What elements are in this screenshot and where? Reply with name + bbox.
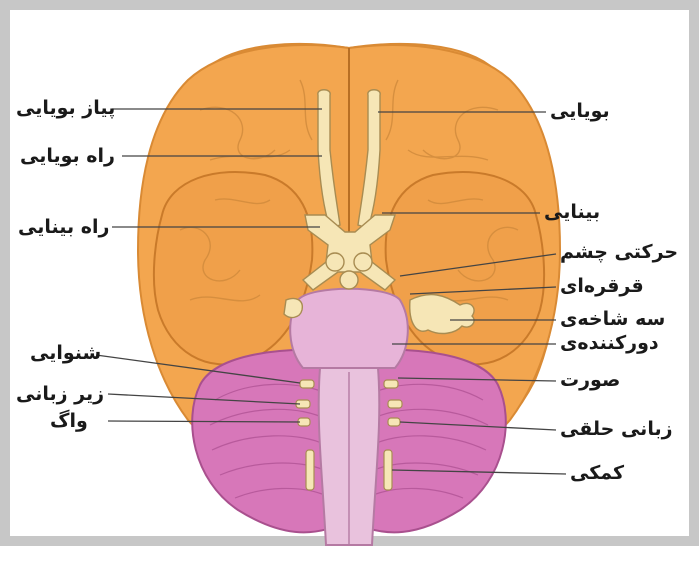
trigeminal-root-left bbox=[284, 298, 302, 317]
label-vestibulocochlear: شنوایی bbox=[30, 342, 101, 364]
label-glossopharyngeal: زبانی حلقی bbox=[560, 418, 673, 440]
label-vagus: واگ bbox=[50, 410, 88, 432]
label-hypoglossal: زیر زبانی bbox=[16, 383, 104, 405]
label-olfactory-tract: راه بویایی bbox=[20, 145, 115, 167]
label-oculomotor: حرکتی چشم bbox=[560, 241, 678, 263]
label-optic-tract: راه بینایی bbox=[18, 216, 109, 238]
label-trigeminal: سه شاخه‌ی bbox=[560, 308, 665, 330]
label-optic: بینایی bbox=[544, 201, 600, 223]
label-olfactory: بویایی bbox=[550, 100, 610, 122]
label-facial: صورت bbox=[560, 369, 620, 391]
label-abducens: دورکننده‌ی bbox=[560, 332, 659, 354]
pons bbox=[290, 289, 408, 368]
label-olfactory-bulb: پیاز بویایی bbox=[16, 97, 115, 119]
label-accessory: کمکی bbox=[570, 462, 624, 484]
label-trochlear: قرقره‌ای bbox=[560, 275, 644, 297]
